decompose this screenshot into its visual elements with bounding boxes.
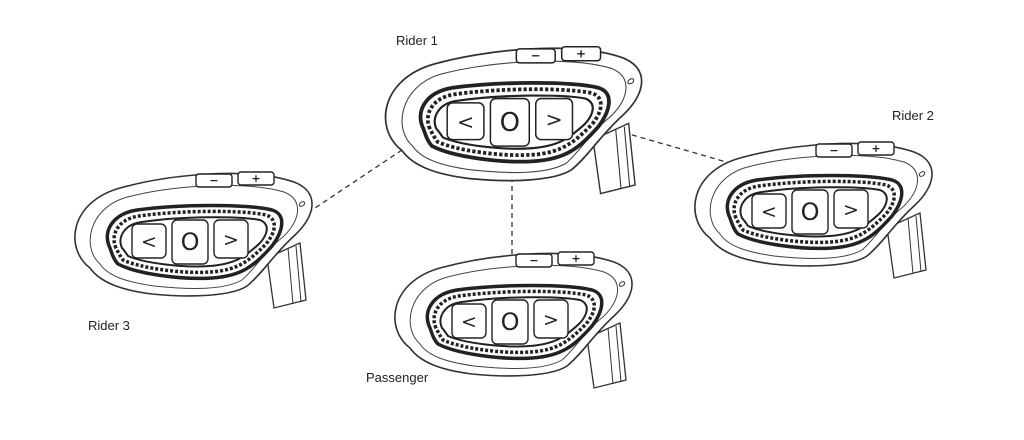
- device-rider1: − + < O >: [383, 44, 644, 196]
- next-key-label: >: [546, 108, 563, 132]
- plus-button-label: +: [871, 142, 880, 155]
- center-key-label: O: [181, 228, 200, 256]
- minus-button-label: −: [209, 174, 218, 187]
- plus-button-label: +: [251, 172, 260, 185]
- plus-button-label: +: [576, 47, 586, 61]
- device-rider2: − + < O >: [693, 140, 934, 280]
- label-passenger: Passenger: [366, 370, 429, 385]
- next-key-label: >: [543, 309, 559, 331]
- label-rider3: Rider 3: [88, 318, 130, 333]
- link-rider1-rider3: [299, 139, 418, 219]
- center-key-label: O: [500, 108, 520, 138]
- prev-key-label: <: [761, 201, 777, 223]
- plus-button-label: +: [571, 252, 580, 265]
- prev-key-label: <: [457, 110, 474, 134]
- center-key-label: O: [801, 198, 820, 226]
- prev-key-label: <: [141, 231, 157, 253]
- label-rider2: Rider 2: [892, 108, 934, 123]
- label-rider1: Rider 1: [396, 33, 438, 48]
- next-key-label: >: [223, 229, 239, 251]
- minus-button-label: −: [829, 144, 838, 157]
- device-rider3: − + < O >: [73, 170, 314, 310]
- minus-button-label: −: [531, 49, 541, 63]
- next-key-label: >: [843, 199, 859, 221]
- device-passenger: − + < O >: [393, 250, 634, 390]
- center-key-label: O: [501, 308, 520, 336]
- prev-key-label: <: [461, 311, 477, 333]
- minus-button-label: −: [529, 254, 538, 267]
